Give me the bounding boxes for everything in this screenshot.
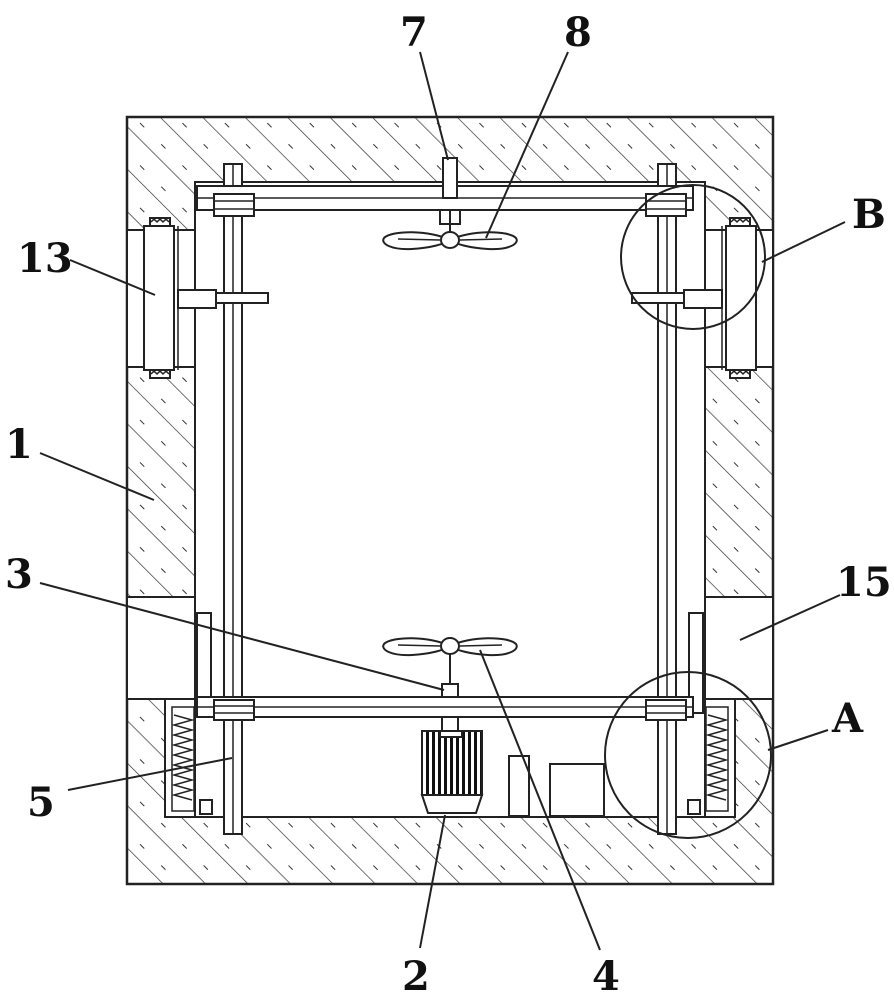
controller-box [549,763,605,817]
stop-block-left [199,799,213,815]
filter-plate-left [143,217,179,379]
stop-block-right [687,799,701,815]
screw-rod-left [223,163,243,835]
arm-right [631,289,723,309]
slide-plate-right [688,612,704,714]
label-1: 1 [5,421,33,468]
spring-right [705,706,729,812]
motor [420,730,484,814]
battery-box [508,755,530,817]
filter-plate-right [721,217,757,379]
bottom-shaft [441,654,459,732]
leader-lines [39,51,846,951]
label-5: 5 [27,779,55,826]
part-labels: 7 8 13 B 1 3 15 A 5 2 4 [5,9,892,1000]
label-2: 2 [402,953,430,1000]
detail-circle-a [604,671,772,839]
label-15: 15 [836,559,892,606]
label-7: 7 [400,9,428,56]
label-4: 4 [592,953,620,1000]
screw-rod-right [657,163,677,835]
top-shaft [439,157,461,238]
label-8: 8 [564,9,592,56]
bottom-frame-bar [196,696,694,721]
spring-left [171,706,195,812]
arm-left [177,289,269,309]
label-A: A [831,695,864,742]
bottom-fan [382,637,518,657]
top-fan [382,231,518,251]
label-13: 13 [17,235,73,282]
detail-circle-b [620,184,766,330]
label-B: B [852,191,886,238]
label-3: 3 [5,551,33,598]
